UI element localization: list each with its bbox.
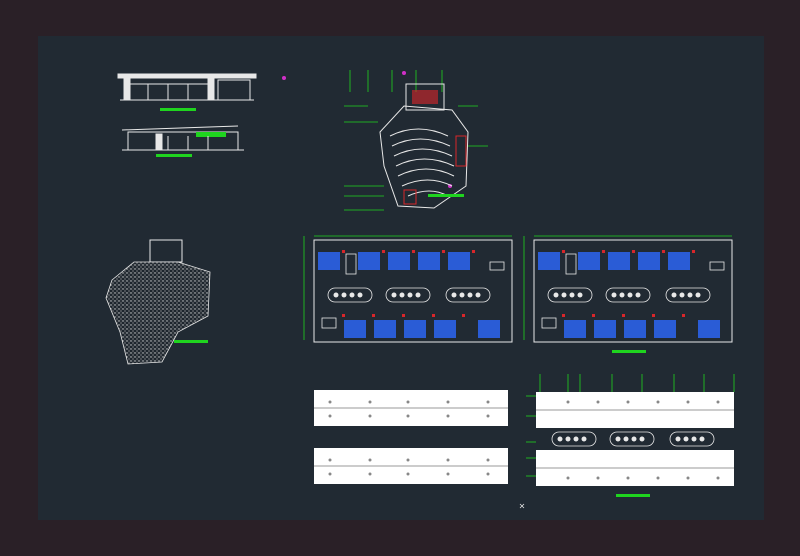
marker-dot — [402, 71, 406, 75]
title-bar-side-elevation — [156, 154, 192, 157]
drawing-canvas[interactable] — [38, 36, 764, 520]
title-bar-classroom-plan — [612, 350, 646, 353]
section-strip-top[interactable] — [314, 390, 508, 426]
cad-model-space[interactable] — [38, 36, 764, 520]
marker-dot — [282, 76, 286, 80]
title-bar-auditorium — [428, 194, 464, 197]
side-elevation[interactable] — [121, 125, 244, 157]
classroom-floor-plan-left[interactable] — [303, 235, 513, 343]
title-bar-site-plan — [174, 340, 208, 343]
title-bar-front-elevation — [160, 108, 196, 111]
front-elevation[interactable] — [117, 73, 257, 111]
auditorium-floor-plan[interactable] — [344, 70, 488, 211]
title-bar-roof-plan — [616, 494, 650, 497]
section-strip-bottom[interactable] — [314, 448, 508, 484]
classroom-floor-plan-right[interactable] — [523, 235, 733, 353]
site-hatch-plan[interactable] — [105, 239, 211, 365]
roof-plan-right[interactable] — [526, 374, 735, 497]
cad-cursor-icon — [519, 503, 525, 509]
